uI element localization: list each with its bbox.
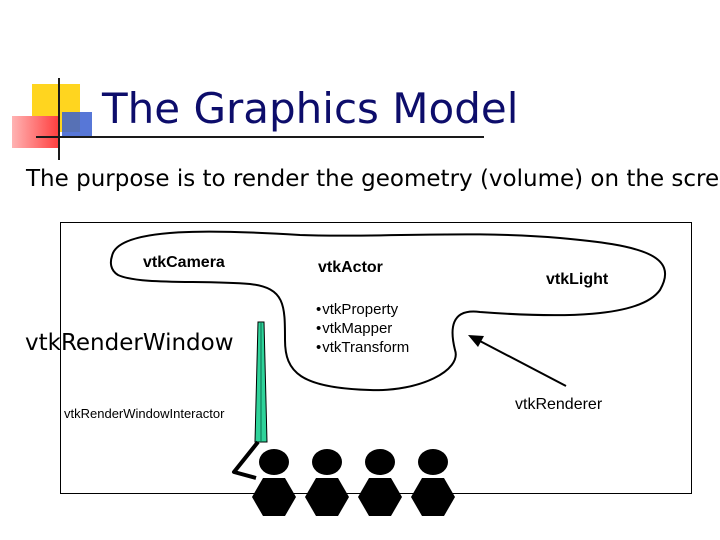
title-ornament-red-square (12, 116, 60, 148)
renderer-label: vtkRenderer (515, 396, 603, 413)
title-rule (36, 136, 484, 138)
figure-arm (232, 440, 260, 480)
renderer-arrow-head (468, 335, 484, 347)
renderer-arrow-line (477, 339, 567, 387)
light-label: vtkLight (546, 271, 609, 288)
actor-component-item: vtkMapper (316, 319, 409, 338)
audience-figure-2 (305, 449, 349, 516)
page-subtitle: The purpose is to render the geometry (v… (26, 166, 720, 192)
audience-figure-1 (252, 449, 296, 516)
camera-label: vtkCamera (143, 254, 225, 271)
interactor-label: vtkRenderWindowInteractor (64, 406, 225, 421)
audience-figure-4 (411, 449, 455, 516)
actor-component-item: vtkProperty (316, 300, 409, 319)
title-ornament-vertical-line (58, 78, 60, 160)
actor-component-item: vtkTransform (316, 338, 409, 357)
actor-label: vtkActor (318, 259, 383, 276)
audience-figure-3 (358, 449, 402, 516)
renderer-region-outline (109, 230, 667, 392)
render-window-label: vtkRenderWindow (25, 330, 234, 356)
title-ornament-blue-square (62, 112, 92, 136)
page-title: The Graphics Model (102, 84, 519, 133)
actor-component-list: vtkProperty vtkMapper vtkTransform (316, 300, 409, 357)
